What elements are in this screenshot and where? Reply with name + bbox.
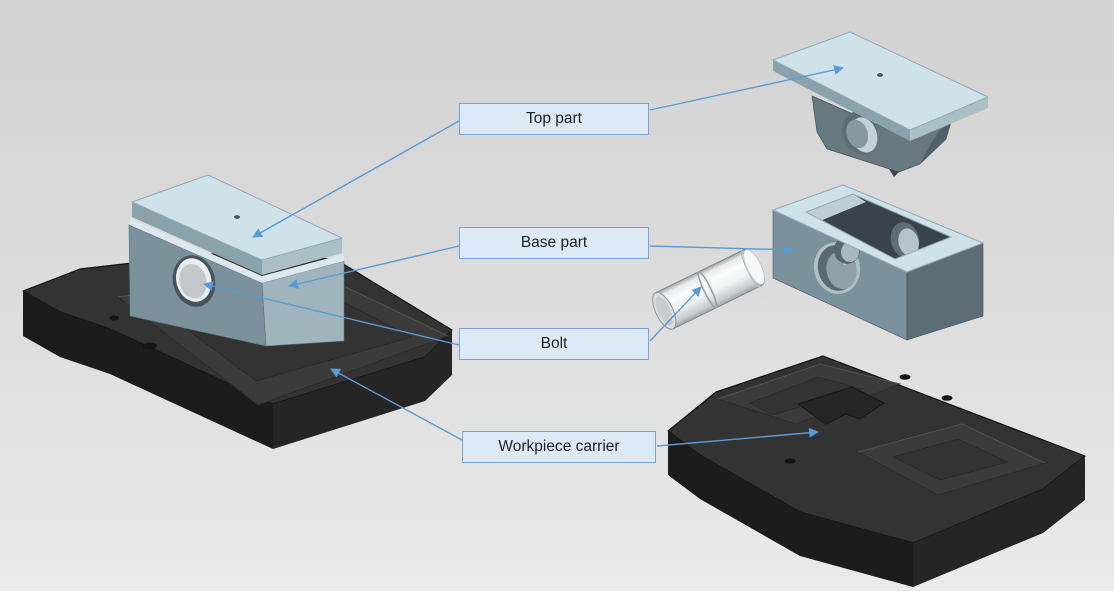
arrow-top-part-left bbox=[252, 120, 460, 238]
top-plate-dot bbox=[877, 73, 883, 77]
carrier-left-front-right-side bbox=[273, 330, 452, 449]
callout-arrows bbox=[203, 65, 844, 447]
top-plate-front-band bbox=[773, 60, 910, 141]
carrier-right-hole-2 bbox=[941, 395, 953, 401]
arrow-base-part-right bbox=[649, 244, 795, 255]
top-block-hole bbox=[842, 111, 878, 155]
bolt-ring-groove bbox=[697, 270, 718, 309]
arrow-carrier-right bbox=[656, 427, 819, 447]
base-pocket-hole bbox=[890, 222, 920, 258]
callout-bolt-label: Bolt bbox=[540, 335, 568, 353]
carrier-right-hole-3 bbox=[784, 458, 796, 464]
top-block-tip-shadow bbox=[889, 169, 899, 177]
carrier-right-rail-highlight-upper bbox=[717, 363, 901, 400]
carrier-right-center-pocket bbox=[796, 386, 885, 425]
bolt-face bbox=[179, 263, 207, 299]
exploded-base-part bbox=[772, 184, 984, 341]
base-pocket-inner-wall bbox=[806, 194, 866, 221]
exploded-top-part bbox=[772, 31, 989, 177]
callout-top-part-label: Top part bbox=[525, 110, 582, 128]
callout-bolt: Bolt bbox=[459, 328, 649, 360]
arrow-carrier-left bbox=[330, 368, 463, 441]
base-left-bolt-hole bbox=[172, 255, 216, 307]
callout-base-part: Base part bbox=[459, 227, 649, 259]
exploded-bolt bbox=[652, 248, 765, 330]
carrier-left-hole bbox=[143, 342, 157, 350]
bolt-right-cap bbox=[743, 249, 765, 285]
groove-band bbox=[130, 218, 344, 283]
arrow-base-part-left bbox=[288, 245, 460, 289]
callout-workpiece-carrier-label: Workpiece carrier bbox=[498, 438, 620, 456]
base-left-right-face bbox=[261, 260, 345, 347]
top-block-facet bbox=[920, 122, 951, 164]
top-plate-right-band bbox=[910, 97, 988, 141]
top-left-right-band bbox=[262, 238, 342, 275]
callout-workpiece-carrier: Workpiece carrier bbox=[462, 431, 656, 463]
callout-top-part: Top part bbox=[459, 103, 649, 135]
pocket-hole-light bbox=[898, 228, 919, 256]
carrier-right-front-right-side bbox=[913, 456, 1085, 587]
exploded-workpiece-carrier bbox=[667, 355, 1086, 587]
arrow-top-part-right bbox=[649, 65, 844, 111]
top-left-dot bbox=[234, 215, 240, 219]
arrow-bolt-left bbox=[203, 281, 460, 346]
top-plate-top-face bbox=[772, 31, 989, 131]
bolt-left-face bbox=[655, 296, 674, 326]
base-top-rim bbox=[772, 184, 984, 273]
carrier-right-front-left-side bbox=[668, 431, 913, 587]
carrier-left-front-left-side bbox=[23, 291, 273, 449]
carrier-right-rail-highlight-lower bbox=[857, 423, 1046, 464]
callout-base-part-label: Base part bbox=[520, 234, 588, 252]
arrow-bolt-right bbox=[649, 286, 702, 342]
top-left-front-band bbox=[132, 202, 262, 275]
assembled-top-part bbox=[130, 174, 344, 283]
assembled-base-part bbox=[128, 224, 345, 347]
hole-bore bbox=[846, 119, 869, 149]
carrier-left-hole-small bbox=[109, 315, 119, 321]
carrier-right-hole-1 bbox=[899, 374, 911, 380]
